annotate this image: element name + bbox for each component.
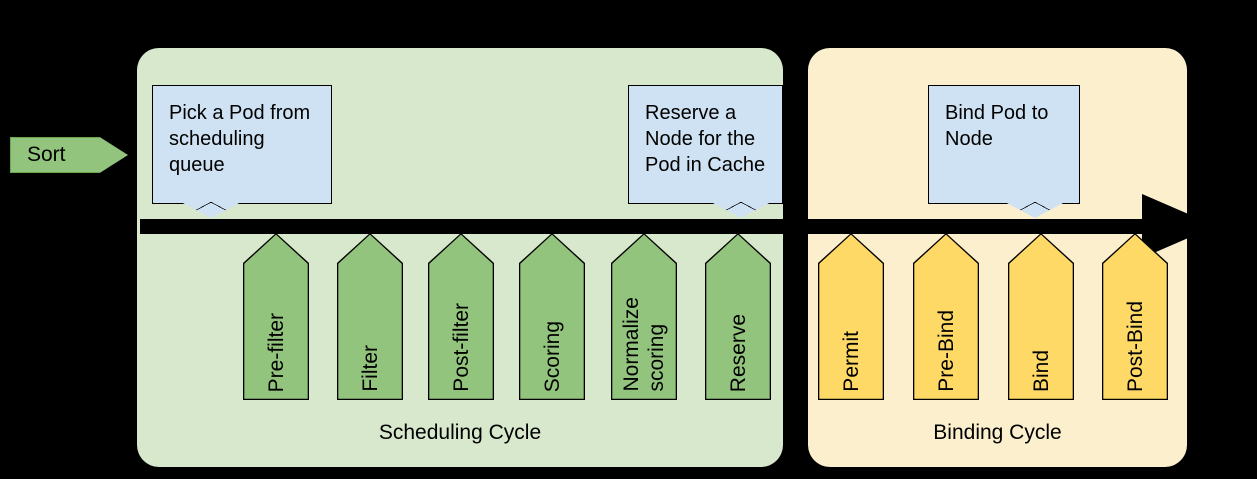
phase-label: Post-filter [449,303,473,392]
phase-label: Pre-filter [264,312,288,392]
sort-label: Sort [27,143,66,166]
phase-filter[interactable]: Filter [337,233,403,400]
phase-permit[interactable]: Permit [818,233,884,400]
phase-scoring[interactable]: Scoring [519,233,585,400]
phase-fill [337,233,403,400]
phase-label: Pre-Bind [934,310,958,392]
phase-label: Post-Bind [1123,300,1147,392]
phase-fill [705,233,771,400]
callout-bind-pod-text: Bind Pod to Node [945,102,1049,150]
phase-post-filter[interactable]: Post-filter [428,233,494,400]
callout-pick-pod: Pick a Pod from scheduling queue [152,85,332,218]
phase-label: Permit [839,331,863,392]
phase-bind[interactable]: Bind [1008,233,1074,400]
phase-fill [611,233,677,400]
phase-fill [818,233,884,400]
sort-arrow[interactable]: Sort [10,137,128,173]
phase-label: Scoring [540,320,564,392]
binding-cycle-label: Binding Cycle [933,421,1062,444]
callout-bind-pod: Bind Pod to Node [928,85,1080,218]
callout-reserve-node-text: Reserve a Node for the Pod in Cache [645,102,766,176]
phase-post-bind[interactable]: Post-Bind [1102,233,1168,400]
phase-normalize-scoring[interactable]: Normalize scoring [611,233,677,400]
timeline-bar [140,219,1177,234]
phase-fill [1102,233,1168,400]
phase-fill [428,233,494,400]
phase-pre-filter[interactable]: Pre-filter [243,233,309,400]
callout-pick-pod-text: Pick a Pod from scheduling queue [169,102,311,176]
phase-reserve[interactable]: Reserve [705,233,771,400]
phase-fill [243,233,309,400]
phase-fill [913,233,979,400]
timeline-arrowhead-icon [1142,194,1216,258]
phase-label: Reserve [726,313,750,392]
phase-fill [519,233,585,400]
callout-reserve-node: Reserve a Node for the Pod in Cache [628,85,783,218]
phase-label: Filter [358,345,382,392]
phase-fill [1008,233,1074,400]
scheduling-cycle-label: Scheduling Cycle [378,421,542,444]
phase-pre-bind[interactable]: Pre-Bind [913,233,979,400]
phase-label: Bind [1029,349,1053,392]
phase-label: Normalize scoring [620,297,668,392]
